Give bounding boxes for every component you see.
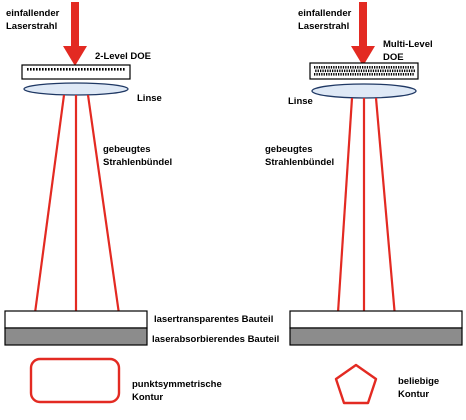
left-incident-beam-label: einfallender Laserstrahl [6, 8, 62, 32]
right-incident-beam-label: einfallender Laserstrahl [298, 8, 354, 32]
left-beam-outer-right [86, 94, 125, 329]
left-doe [21, 64, 131, 80]
right-diffracted-label: gebeugtes Strahlenbündel [265, 144, 334, 168]
right-contour-label: beliebige Kontur [398, 376, 442, 400]
left-diffracted-label: gebeugtes Strahlenbündel [103, 144, 172, 168]
absorbing-part-label: laserabsorbierendes Bauteil [152, 334, 279, 345]
left-diffracted-beams [29, 94, 125, 329]
left-lens-label: Linse [137, 93, 162, 104]
right-beam-outer-left [333, 97, 354, 329]
left-absorbing-part [4, 327, 148, 346]
left-incident-beam [63, 2, 87, 66]
right-transparent-part [289, 310, 463, 329]
left-doe-label: 2-Level DOE [95, 51, 151, 62]
right-doe-label: Multi-Level DOE [383, 39, 435, 63]
right-doe [309, 62, 419, 80]
right-doe-grating [314, 66, 415, 76]
right-diffracted-beams [333, 97, 400, 329]
right-lens-label: Linse [288, 96, 313, 107]
transparent-part-label: lasertransparentes Bauteil [154, 314, 273, 325]
right-absorbing-part [289, 327, 463, 346]
right-beam-outer-right [374, 97, 400, 329]
left-contour-rounded-rect [29, 357, 121, 404]
right-incident-beam [351, 2, 375, 66]
left-doe-grating [27, 68, 125, 71]
right-setup: einfallender Laserstrahl Multi-Level DOE… [265, 2, 463, 405]
left-contour-label: punktsymmetrische Kontur [132, 379, 224, 403]
left-lens [23, 82, 129, 96]
left-setup: einfallender Laserstrahl 2-Level DOE Lin… [4, 2, 224, 404]
right-contour-pentagon [334, 363, 378, 405]
left-transparent-part [4, 310, 148, 329]
left-beam-outer-left [29, 94, 66, 329]
right-lens [311, 83, 417, 99]
